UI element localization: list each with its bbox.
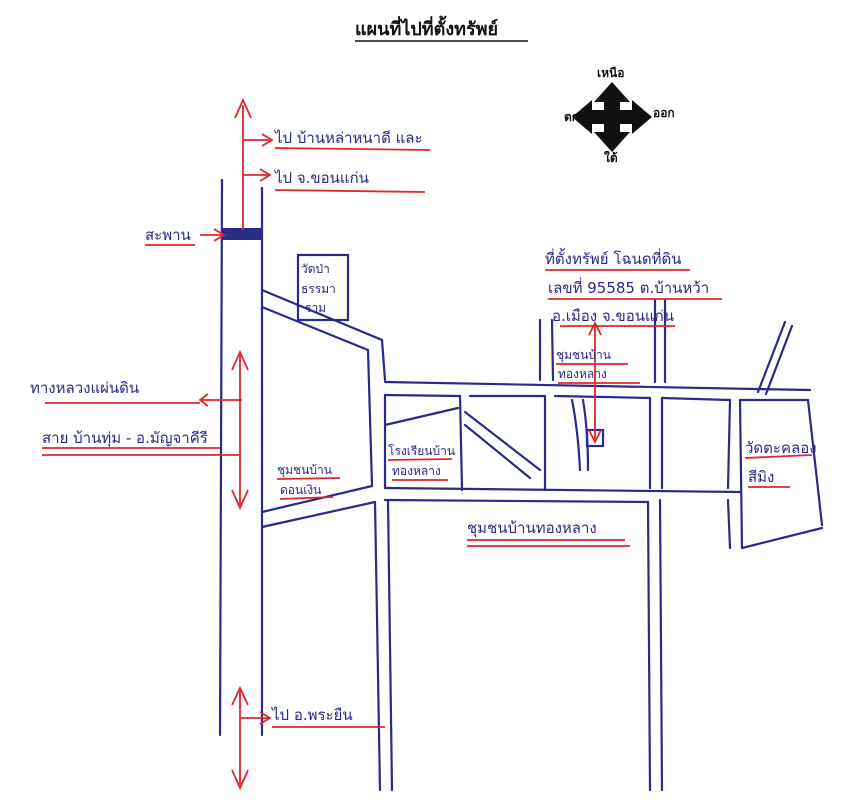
label-property-2: เลขที่ 95585 ต.บ้านหว้า (548, 277, 709, 297)
label-community-thonglang-1: ชุมชนบ้าน (556, 348, 611, 363)
label-school-1: โรงเรียนบ้าน (388, 444, 455, 458)
label-highway-1: ทางหลวงแผ่นดิน (30, 379, 139, 397)
label-highway-2: สาย บ้านทุ่ม - อ.มัญจาคีรี (42, 429, 208, 448)
compass-east: ออก (653, 106, 675, 120)
label-to-ban-la-nadi: ไป บ้านหล่าหนาดี และ (274, 129, 423, 147)
label-bridge: สะพาน (145, 226, 191, 244)
label-property-3: อ.เมือง จ.ขอนแก่น (552, 307, 674, 325)
compass-north: เหนือ (597, 66, 624, 80)
label-community-donngoen-1: ชุมชนบ้าน (277, 463, 332, 478)
compass-south: ใต้ (604, 150, 618, 165)
compass-rose-icon (572, 82, 652, 152)
compass-west: ตก (564, 110, 579, 124)
label-property-1: ที่ตั้งทรัพย์ โฉนดที่ดิน (545, 248, 682, 268)
label-temple-right-2: สีมิง (748, 468, 774, 486)
temple-pa-box (296, 253, 350, 322)
label-temple-right-1: วัดตะคลอง (745, 439, 817, 457)
label-temple-pa-3: ราม (305, 301, 326, 315)
label-community-thonglang-2: ทองหลาง (558, 367, 607, 381)
label-to-phra-yuen: ไป อ.พระยืน (271, 706, 353, 724)
label-community-donngoen-2: ดอนเงิน (280, 483, 321, 497)
label-to-khon-kaen: ไป จ.ขอนแก่น (274, 169, 369, 187)
label-community-bottom: ชุมชนบ้านทองหลาง (467, 519, 597, 538)
bridge-marker (222, 228, 262, 240)
map-title: แผนที่ไปที่ตั้งทรัพย์ (355, 15, 498, 40)
label-school-2: ทองหลาง (392, 464, 441, 478)
label-temple-pa-1: วัดป่า (301, 262, 330, 276)
roads (218, 178, 824, 792)
label-temple-pa-2: ธรรมา (301, 282, 336, 296)
